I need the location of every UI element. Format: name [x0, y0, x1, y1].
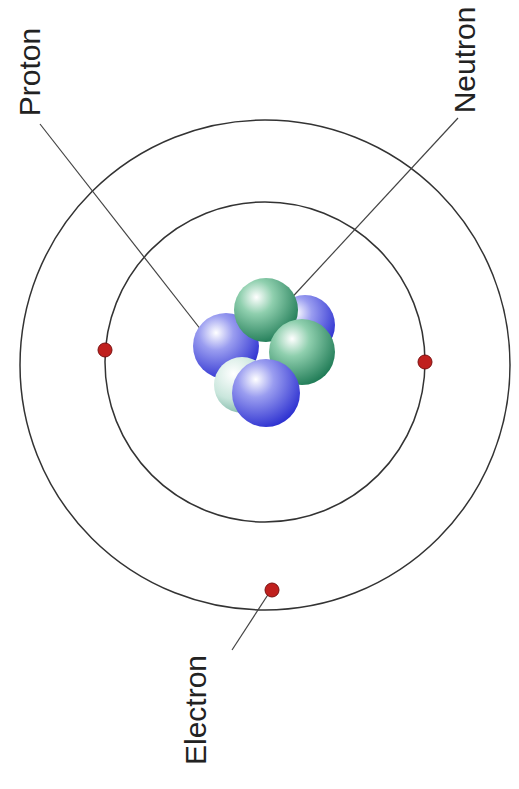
leader-line	[40, 124, 205, 335]
outer-orbit	[20, 120, 510, 610]
leader-line	[285, 118, 458, 305]
electron-dot	[98, 343, 112, 357]
leader-line	[232, 590, 271, 650]
inner-orbit	[105, 202, 425, 522]
electron-dot	[265, 583, 279, 597]
part-label-holder: Proton	[15, 28, 45, 116]
proton-sphere	[232, 359, 300, 427]
part-label: Neutron	[450, 7, 480, 114]
part-label-holder: Neutron	[450, 7, 480, 114]
electron-dot	[418, 355, 432, 369]
part-label-holder: Electron	[181, 655, 211, 765]
part-label: Electron	[181, 655, 211, 765]
part-label: Proton	[15, 28, 45, 116]
